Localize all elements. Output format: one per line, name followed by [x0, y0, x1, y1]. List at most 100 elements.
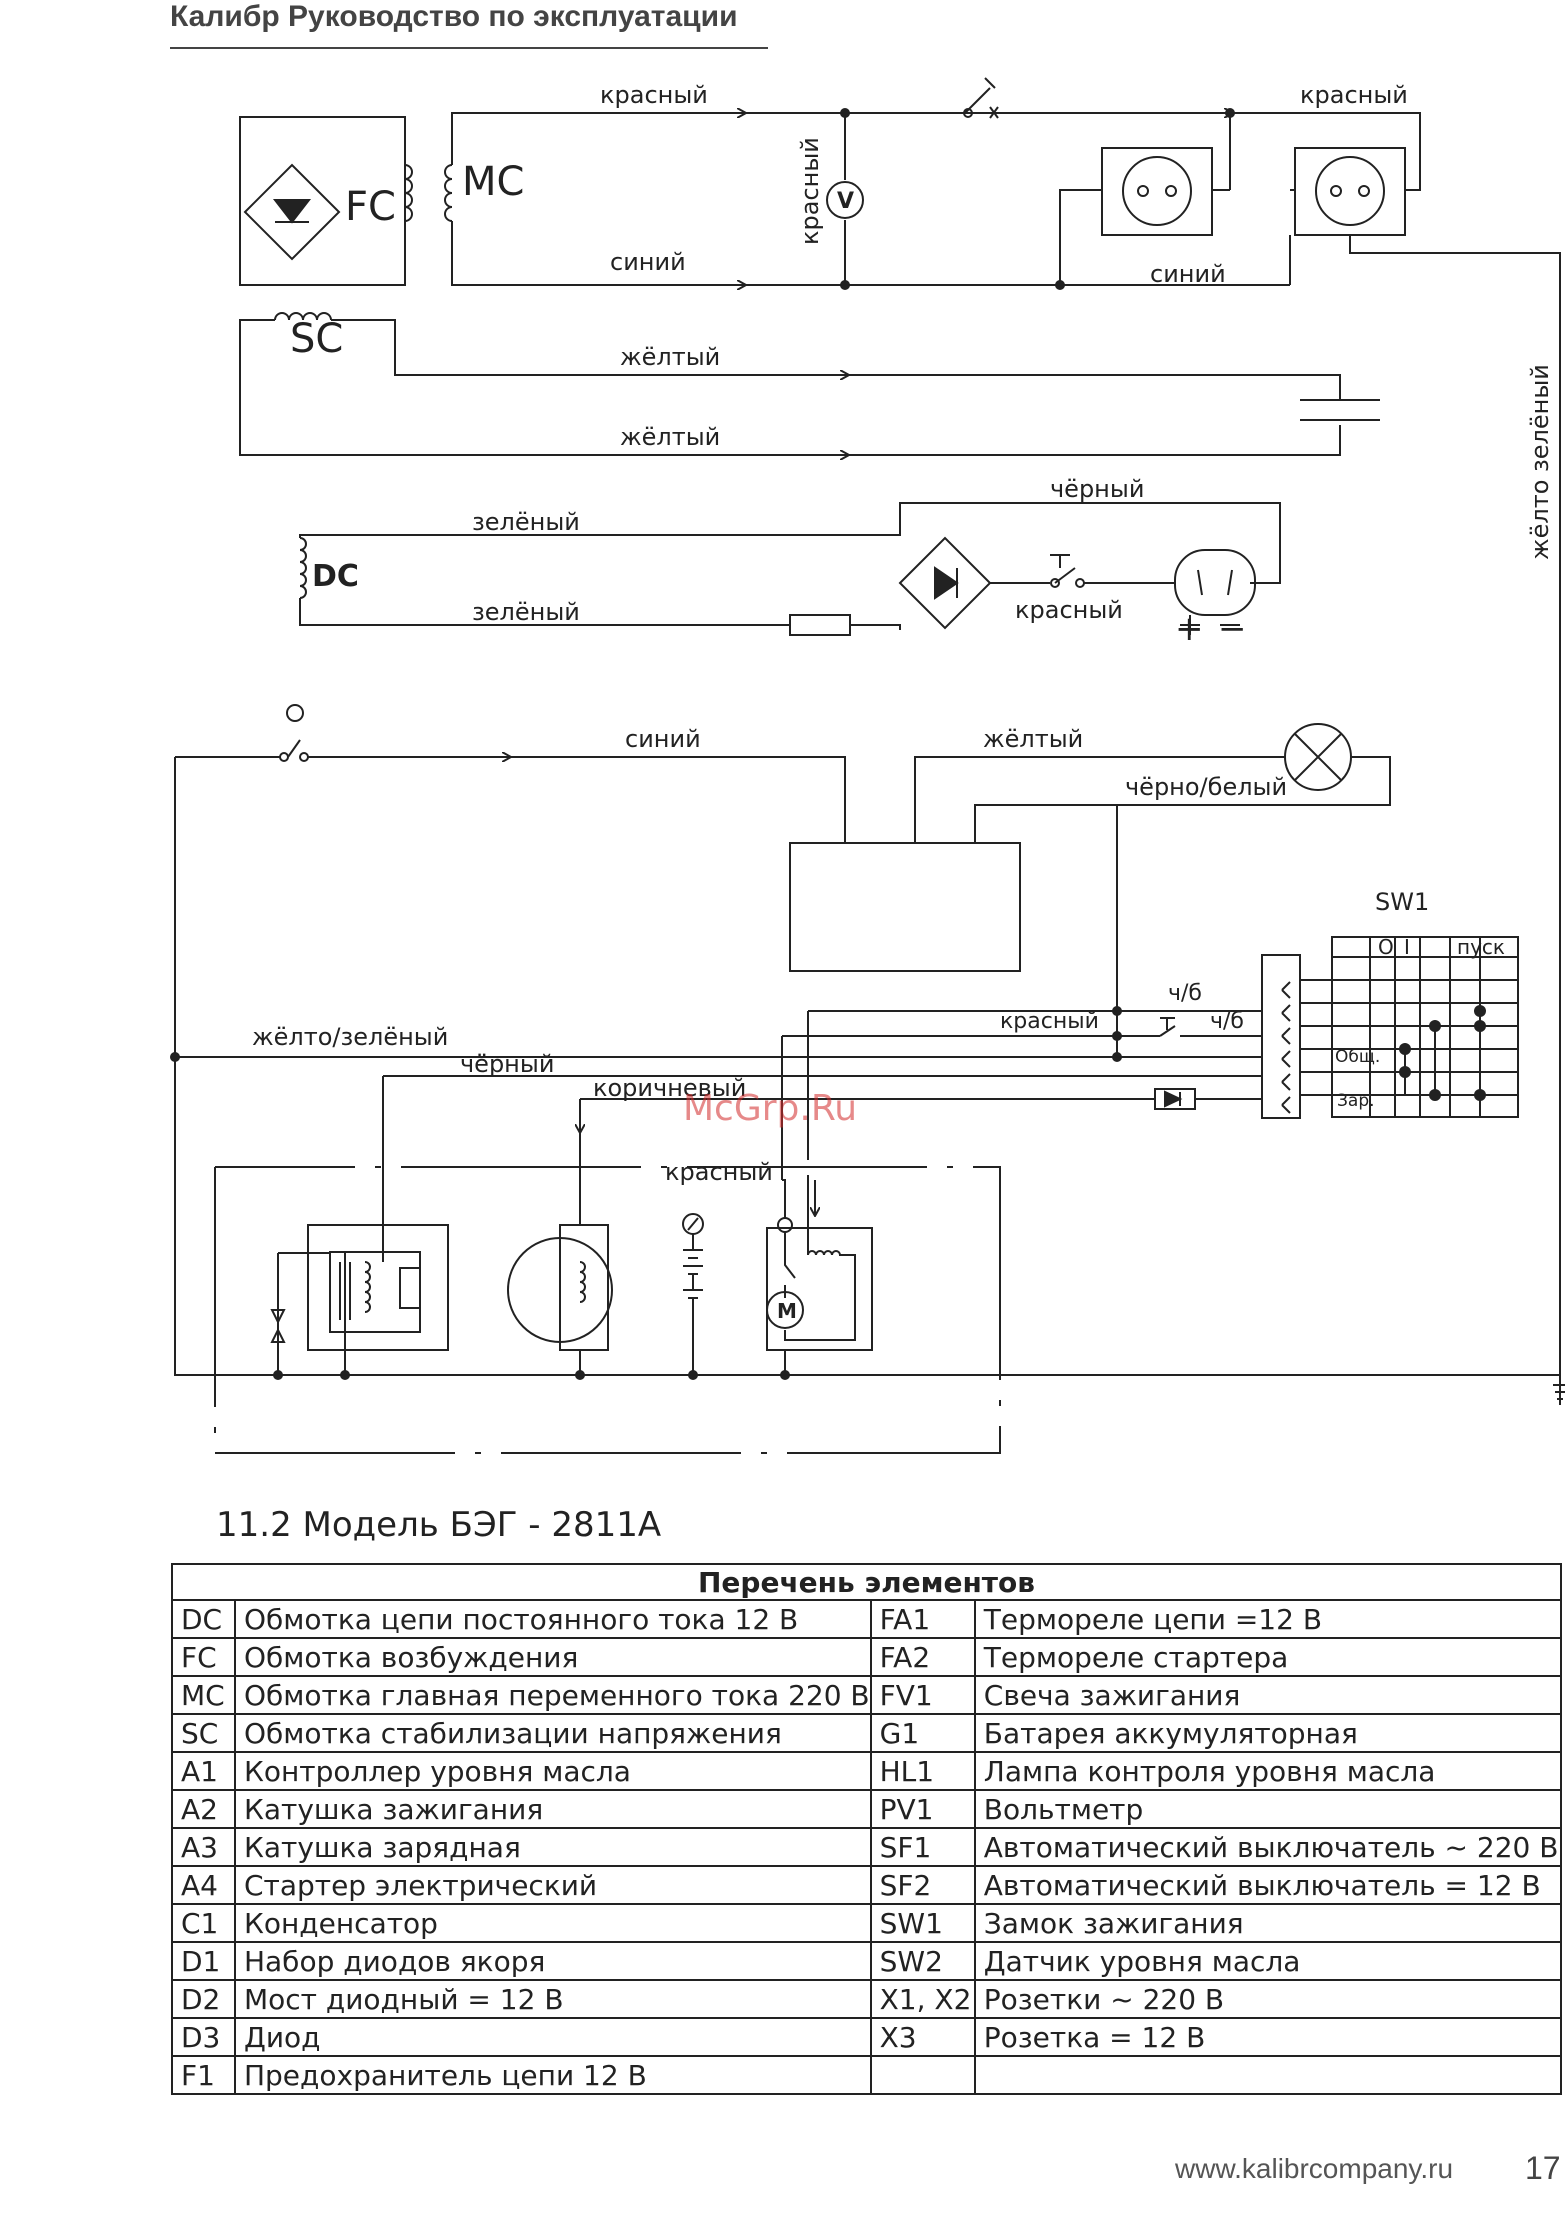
element-description: Термореле стартера — [973, 1637, 1563, 1677]
element-code — [869, 2055, 976, 2095]
element-code: MC — [171, 1675, 236, 1715]
element-code: A2 — [171, 1789, 236, 1829]
wire-label-yellow-green-vertical: жёлто зелёный — [1526, 364, 1554, 560]
element-code: FC — [171, 1637, 236, 1677]
wire-label-red-top-right: красный — [1300, 81, 1408, 109]
starter-a4 — [766, 1227, 873, 1351]
element-description: Стартер электрический — [233, 1865, 872, 1905]
element-code: D3 — [171, 2017, 236, 2057]
sw1-row-charge: Зар. — [1337, 1091, 1375, 1111]
diode-d3 — [1154, 1088, 1196, 1110]
element-description: Замок зажигания — [973, 1903, 1563, 1943]
element-description: Обмотка возбуждения — [233, 1637, 872, 1677]
element-description: Свеча зажигания — [973, 1675, 1563, 1715]
element-code: D2 — [171, 1979, 236, 2019]
element-description: Батарея аккумуляторная — [973, 1713, 1563, 1753]
sw1-row-common: Общ. — [1335, 1047, 1380, 1067]
engine-frame — [214, 1166, 1001, 1454]
element-code: FA2 — [869, 1637, 976, 1677]
element-code: HL1 — [869, 1751, 976, 1791]
fc-frame — [239, 116, 406, 286]
wire-label-black-dc: чёрный — [1050, 475, 1144, 503]
capacitor-c1 — [1300, 399, 1380, 421]
element-description: Вольтметр — [973, 1789, 1563, 1829]
element-code: A3 — [171, 1827, 236, 1867]
element-description: Термореле цепи =12 В — [973, 1599, 1563, 1639]
sw1-col-i: I — [1404, 935, 1410, 959]
element-description: Мост диодный = 12 В — [233, 1979, 872, 2019]
wiring-diagram: FC MC SC DC V M красный красный красный … — [170, 77, 1565, 1454]
socket-x2 — [1294, 147, 1406, 236]
element-description: Розетка = 12 В — [973, 2017, 1563, 2057]
element-code: A4 — [171, 1865, 236, 1905]
label-fc: FC — [345, 184, 396, 230]
wire-label-chb-1: ч/б — [1168, 981, 1202, 1006]
element-code: SC — [171, 1713, 236, 1753]
voltmeter-label: V — [837, 189, 854, 214]
element-code: C1 — [171, 1903, 236, 1943]
element-code: SF1 — [869, 1827, 976, 1867]
wire-label-yellow-1: жёлтый — [620, 343, 720, 371]
label-sc: SC — [290, 316, 343, 362]
wire-label-red-top-left: красный — [600, 81, 708, 109]
element-code: F1 — [171, 2055, 236, 2095]
element-code: X1, X2 — [869, 1979, 976, 2019]
element-description — [973, 2055, 1563, 2095]
fc-coil — [404, 164, 413, 222]
voltmeter-icon — [826, 181, 864, 219]
element-description: Автоматический выключатель = 12 В — [973, 1865, 1563, 1905]
element-list-caption: Перечень элементов — [171, 1563, 1562, 1601]
wire-label-yellow-lamp: жёлтый — [983, 725, 1083, 753]
d1-diode-bridge-icon — [243, 163, 341, 261]
polarity-minus: − — [1218, 609, 1247, 649]
element-description: Катушка зарядная — [233, 1827, 872, 1867]
wire-label-blue-sockets: синий — [1150, 260, 1226, 288]
element-description: Розетки ~ 220 В — [973, 1979, 1563, 2019]
wire-label-blue-mc: синий — [610, 248, 686, 276]
model-title: 11.2 Модель БЭГ - 2811А — [216, 1505, 662, 1545]
mc-coil — [444, 164, 453, 222]
motor-label: M — [777, 1299, 797, 1323]
element-code: FA1 — [869, 1599, 976, 1639]
element-code: X3 — [869, 2017, 976, 2057]
element-code: SF2 — [869, 1865, 976, 1905]
sw1-col-o: О — [1378, 935, 1394, 959]
wire-label-chb-2: ч/б — [1210, 1009, 1244, 1034]
wire-label-yellow-green-lower: жёлто/зелёный — [252, 1023, 448, 1051]
wire-label-green-dc-2: зелёный — [472, 598, 580, 626]
dc-coil — [299, 537, 307, 599]
footer-url[interactable]: www.kalibrcompany.ru — [1175, 2153, 1454, 2184]
wire-label-green-dc-1: зелёный — [472, 508, 580, 536]
label-mc: MC — [462, 159, 524, 205]
ignition-coil-a2 — [307, 1224, 449, 1351]
element-description: Обмотка главная переменного тока 220 В — [233, 1675, 872, 1715]
socket-x3 — [1174, 549, 1256, 616]
sw1-col-start: пуск — [1457, 935, 1505, 959]
battery-g1 — [683, 1234, 703, 1375]
element-description: Обмотка стабилизации напряжения — [233, 1713, 872, 1753]
wire-label-brown: коричневый — [593, 1074, 746, 1102]
wire-label-yellow-2: жёлтый — [620, 423, 720, 451]
element-description: Датчик уровня масла — [973, 1941, 1563, 1981]
sw1-title: SW1 — [1375, 888, 1429, 916]
wire-label-red-dc: красный — [1015, 596, 1123, 624]
page-number: 17 — [1525, 2150, 1561, 2186]
element-code: SW2 — [869, 1941, 976, 1981]
element-code: G1 — [869, 1713, 976, 1753]
header-underline — [170, 47, 768, 49]
page-header: Калибр Руководство по эксплуатации — [170, 0, 770, 52]
element-code: D1 — [171, 1941, 236, 1981]
oil-controller-a1 — [789, 842, 1021, 972]
page-header-title: Калибр Руководство по эксплуатации — [170, 0, 738, 33]
wire-label-black-lower: чёрный — [460, 1050, 554, 1078]
wire-label-red-sw: красный — [1000, 1009, 1099, 1034]
